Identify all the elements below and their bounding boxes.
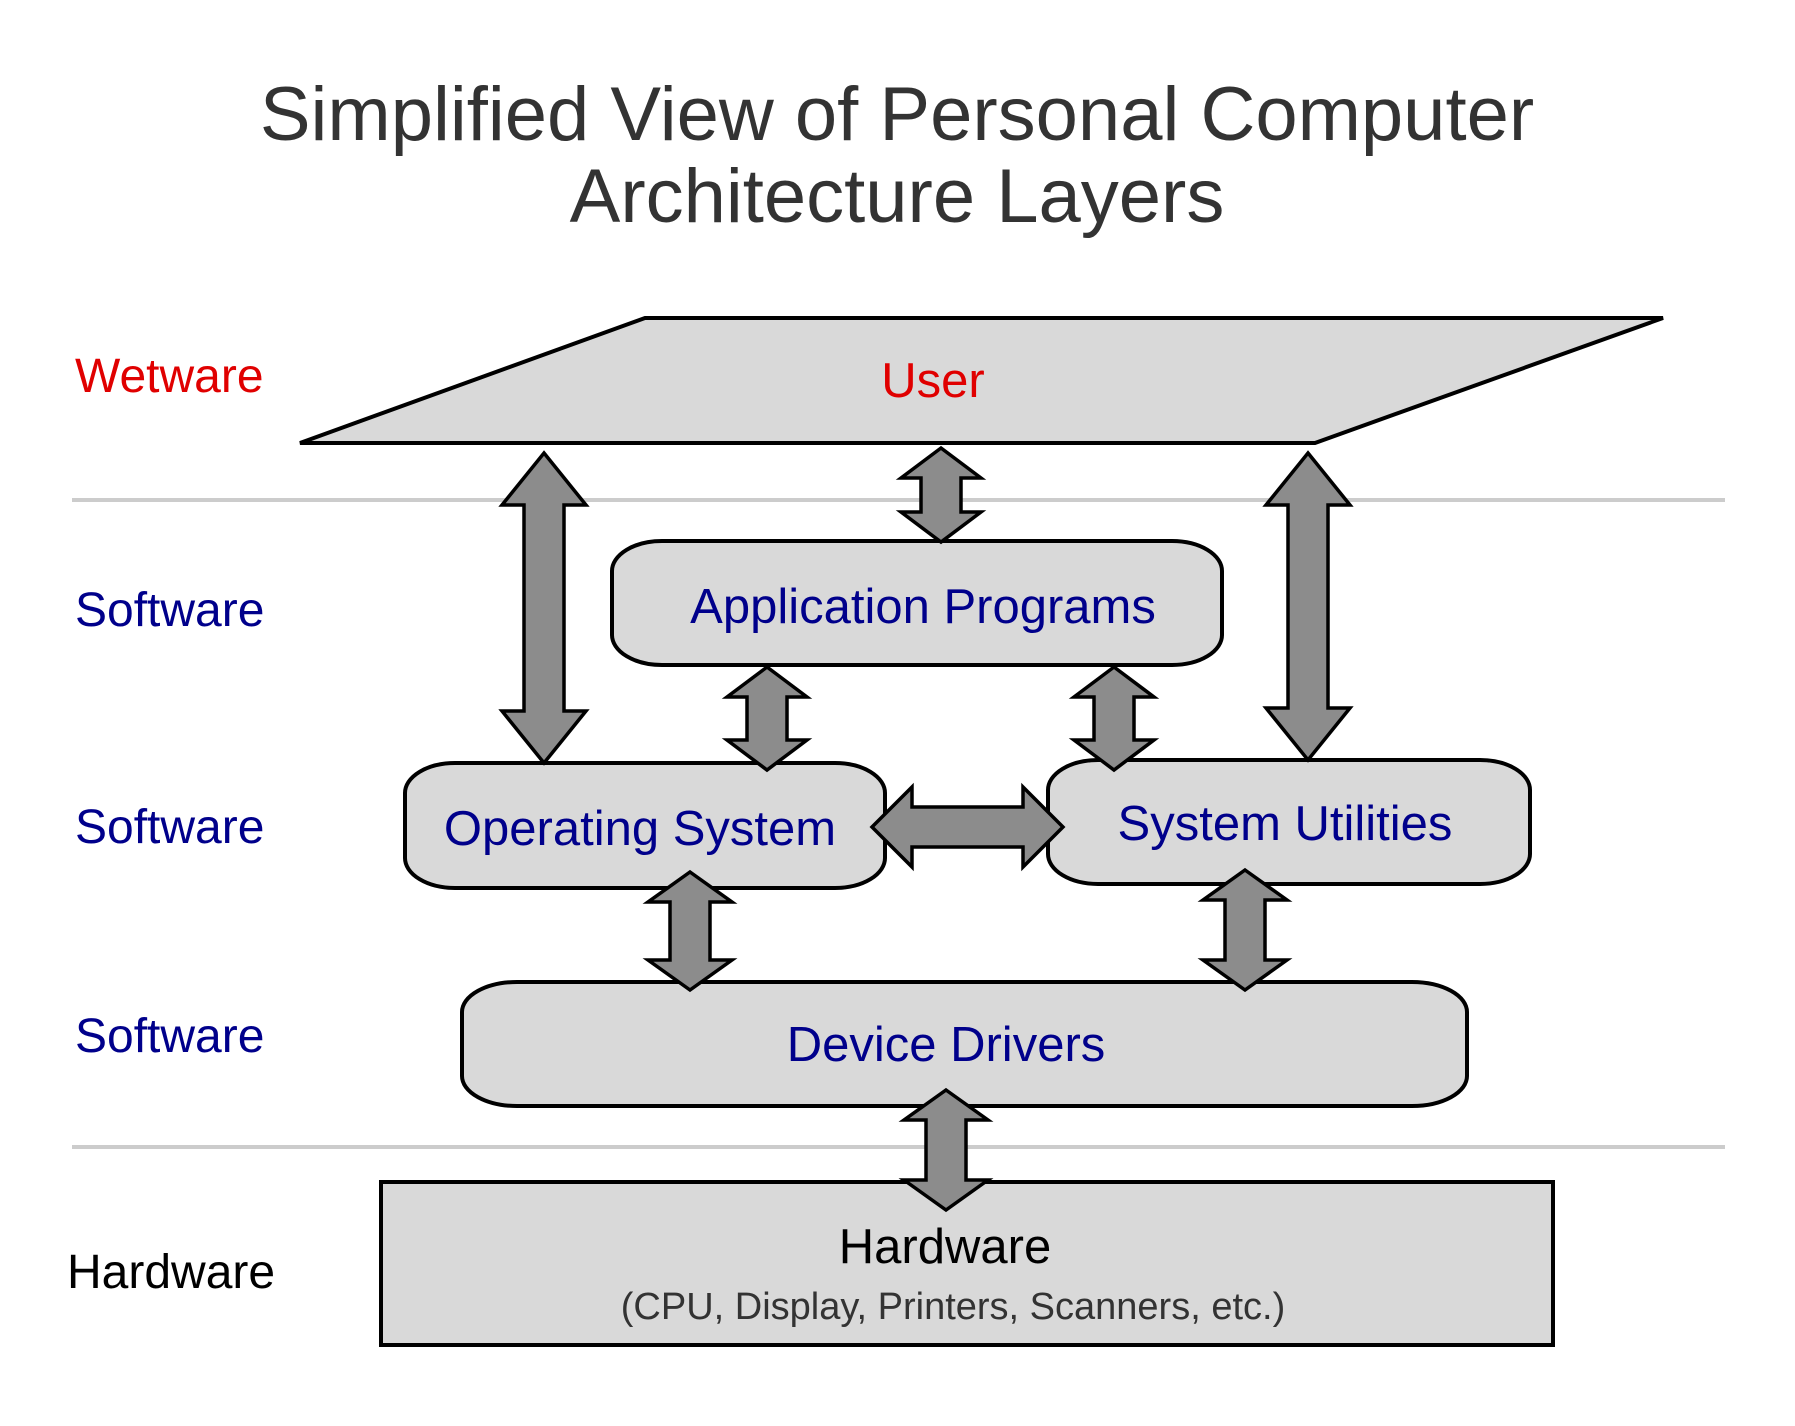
title-line-2: Architecture Layers xyxy=(570,154,1225,239)
arrow-operating-system-device-drivers xyxy=(642,869,738,993)
layer-label-software-3: Software xyxy=(75,1010,264,1063)
hardware-box-label: Hardware xyxy=(839,1220,1051,1274)
arrow-system-utilities-device-drivers xyxy=(1197,867,1293,993)
layer-label-wetware: Wetware xyxy=(75,350,264,403)
hardware-detail-label: (CPU, Display, Printers, Scanners, etc.) xyxy=(621,1286,1285,1328)
operating-system-label: Operating System xyxy=(444,802,836,856)
layer-label-software-1: Software xyxy=(75,584,264,637)
device-drivers-label: Device Drivers xyxy=(787,1018,1106,1072)
system-utilities-label: System Utilities xyxy=(1118,797,1453,851)
arrow-user-application-programs xyxy=(895,445,987,545)
layer-label-hardware: Hardware xyxy=(67,1246,275,1299)
hardware-box xyxy=(379,1180,1555,1347)
user-plane xyxy=(299,316,1664,445)
arrow-application-system-utilities xyxy=(1068,664,1160,773)
application-programs-label: Application Programs xyxy=(690,580,1156,634)
arrow-device-drivers-hardware xyxy=(898,1087,994,1213)
arrow-user-operating-system xyxy=(498,450,590,766)
application-programs-box xyxy=(610,539,1224,667)
layer-label-software-2: Software xyxy=(75,801,264,854)
arrow-group xyxy=(498,445,1354,1213)
arrow-user-system-utilities xyxy=(1262,450,1354,763)
arrow-operating-system-system-utilities xyxy=(869,782,1066,872)
user-label: User xyxy=(881,354,984,408)
arrow-application-operating-system xyxy=(721,664,813,773)
title-line-1: Simplified View of Personal Computer xyxy=(260,72,1534,157)
